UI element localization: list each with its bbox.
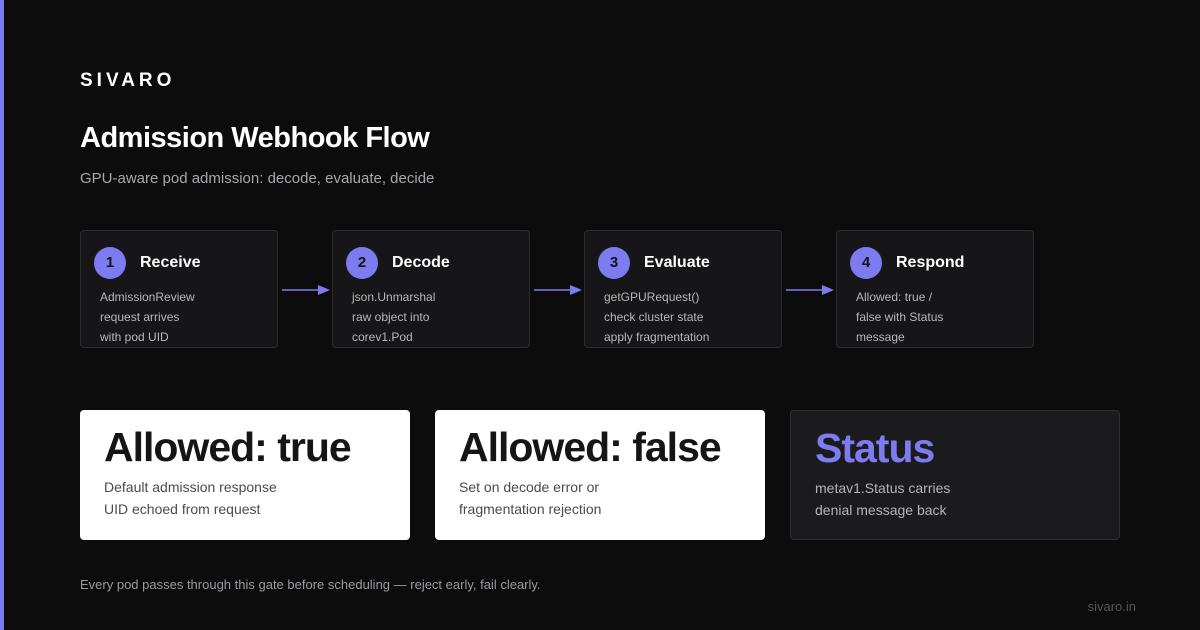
outcome-description-line: UID echoed from request [104, 501, 261, 517]
step-number-badge: 3 [598, 247, 630, 279]
step-description-line: AdmissionReview [100, 290, 195, 304]
step-description-line: false with Status [856, 310, 944, 324]
step-description-line: request arrives [100, 310, 180, 324]
step-description: Allowed: true / false with Status messag… [856, 287, 1026, 347]
step-description-line: check cluster state [604, 310, 704, 324]
outcome-description-line: metav1.Status carries [815, 480, 951, 496]
outcome-heading: Status [815, 425, 935, 471]
step-description-line: corev1.Pod [352, 330, 413, 344]
page-title: Admission Webhook Flow [80, 122, 430, 154]
flow-step-respond: 4 Respond Allowed: true / false with Sta… [836, 230, 1034, 348]
step-description-line: getGPURequest() [604, 290, 700, 304]
step-number-badge: 2 [346, 247, 378, 279]
flow-step-decode: 2 Decode json.Unmarshal raw object into … [332, 230, 530, 348]
flow-step-receive: 1 Receive AdmissionReview request arrive… [80, 230, 278, 348]
step-description: getGPURequest() check cluster state appl… [604, 287, 774, 347]
arrow-right-icon [786, 285, 834, 295]
step-title: Respond [896, 254, 965, 271]
footer-url: sivaro.in [1087, 599, 1136, 614]
footer-note: Every pod passes through this gate befor… [80, 577, 541, 592]
outcome-heading: Allowed: true [104, 424, 352, 470]
flow-step-evaluate: 3 Evaluate getGPURequest() check cluster… [584, 230, 782, 348]
outcome-description: metav1.Status carries denial message bac… [815, 477, 950, 521]
outcome-description-line: Default admission response [104, 479, 277, 495]
outcome-card-allowed-true: Allowed: true Default admission response… [80, 410, 410, 540]
page-subtitle: GPU-aware pod admission: decode, evaluat… [80, 170, 435, 187]
step-title: Receive [140, 254, 201, 271]
outcome-description-line: fragmentation rejection [459, 501, 602, 517]
step-title: Evaluate [644, 254, 710, 271]
arrow-right-icon [534, 285, 582, 295]
outcome-card-status: Status metav1.Status carries denial mess… [790, 410, 1120, 540]
outcome-description: Default admission response UID echoed fr… [104, 476, 277, 520]
outcome-card-allowed-false: Allowed: false Set on decode error or fr… [435, 410, 765, 540]
step-number-badge: 4 [850, 247, 882, 279]
step-description-line: with pod UID [100, 330, 169, 344]
step-description-line: raw object into [352, 310, 430, 324]
outcome-description-line: denial message back [815, 502, 947, 518]
step-description: AdmissionReview request arrives with pod… [100, 287, 270, 347]
outcome-description-line: Set on decode error or [459, 479, 600, 495]
step-description-line: message [856, 330, 905, 344]
outcome-heading: Allowed: false [459, 424, 722, 470]
step-description-line: json.Unmarshal [352, 290, 436, 304]
brand-logo: SIVARO [80, 70, 176, 91]
step-description-line: apply fragmentation [604, 330, 710, 344]
arrow-right-icon [282, 285, 330, 295]
step-description: json.Unmarshal raw object into corev1.Po… [352, 287, 522, 347]
step-title: Decode [392, 254, 450, 271]
outcome-description: Set on decode error or fragmentation rej… [459, 476, 601, 520]
accent-bar [0, 0, 4, 630]
step-number-badge: 1 [94, 247, 126, 279]
step-description-line: Allowed: true / [856, 290, 933, 304]
